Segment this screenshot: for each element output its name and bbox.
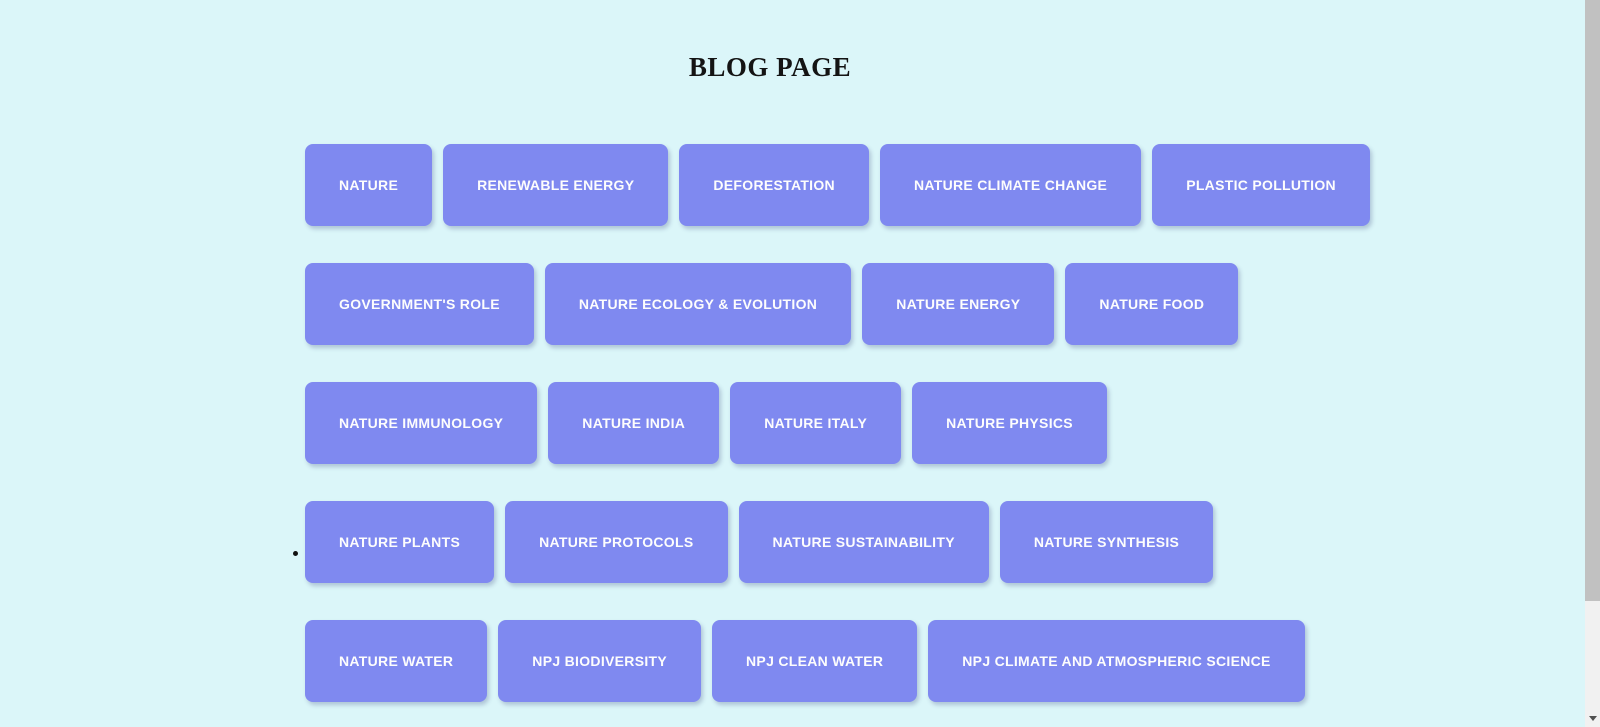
blog-category-button[interactable]: NATURE PLANTS <box>305 501 495 583</box>
blog-category-button[interactable]: NATURE <box>305 144 433 226</box>
blog-category-button[interactable]: PLASTIC POLLUTION <box>1152 144 1370 226</box>
page-title: BLOG PAGE <box>688 52 852 82</box>
blog-category-button[interactable]: GOVERNMENT'S ROLE <box>305 263 534 345</box>
blog-category-button[interactable]: NPJ CLEAN WATER <box>712 620 918 702</box>
list-bullet-marker <box>293 551 298 556</box>
blog-category-button[interactable]: NATURE ITALY <box>730 382 902 464</box>
vertical-scrollbar[interactable] <box>1585 0 1600 727</box>
blog-category-button[interactable]: NATURE CLIMATE CHANGE <box>879 144 1142 226</box>
blog-category-button[interactable]: DEFORESTATION <box>679 144 869 226</box>
blog-category-button[interactable]: NATURE INDIA <box>548 382 720 464</box>
scrollbar-down-button[interactable] <box>1585 710 1600 727</box>
blog-category-button[interactable]: NATURE WATER <box>305 620 488 702</box>
blog-category-button[interactable]: NATURE PROTOCOLS <box>505 501 728 583</box>
blog-category-button[interactable]: NPJ CLIMATE AND ATMOSPHERIC SCIENCE <box>928 620 1305 702</box>
blog-category-button[interactable]: NATURE SYNTHESIS <box>999 501 1214 583</box>
scrollbar-thumb[interactable] <box>1585 0 1600 601</box>
blog-category-button[interactable]: NATURE FOOD <box>1065 263 1239 345</box>
blog-category-button[interactable]: NPJ BIODIVERSITY <box>498 620 702 702</box>
blog-category-button[interactable]: NATURE ECOLOGY & EVOLUTION <box>544 263 852 345</box>
blog-category-button[interactable]: NATURE PHYSICS <box>912 382 1107 464</box>
blog-category-button[interactable]: RENEWABLE ENERGY <box>443 144 669 226</box>
blog-category-button[interactable]: NATURE ENERGY <box>862 263 1055 345</box>
chevron-down-icon <box>1588 716 1597 721</box>
blog-category-button[interactable]: NATURE IMMUNOLOGY <box>305 382 538 464</box>
blog-category-button[interactable]: NATURE SUSTAINABILITY <box>738 501 989 583</box>
